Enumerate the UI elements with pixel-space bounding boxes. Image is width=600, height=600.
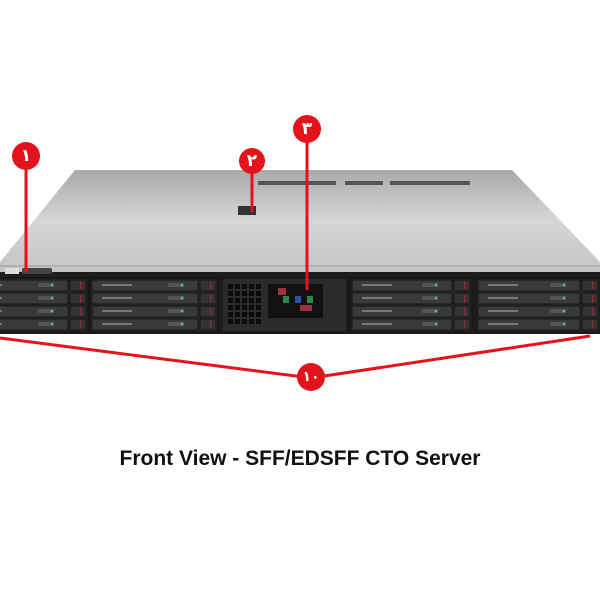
vent-hole — [249, 298, 254, 303]
front-bezel-tab — [22, 268, 52, 274]
drive-cage — [349, 277, 473, 333]
callout-2: ۲ — [239, 148, 265, 174]
vent-hole — [242, 305, 247, 310]
vent-hole — [256, 305, 261, 310]
vent-hole — [256, 319, 261, 324]
callout-3-label: ۳ — [302, 119, 313, 139]
vent-hole — [242, 312, 247, 317]
vent-hole — [249, 284, 254, 289]
callout-2-label: ۲ — [247, 151, 258, 171]
drive-bay[interactable] — [351, 318, 471, 331]
vent-hole — [242, 298, 247, 303]
front-id-tag — [5, 268, 19, 274]
drive-bay[interactable] — [91, 279, 217, 292]
vent-hole — [242, 291, 247, 296]
top-vents — [258, 181, 470, 185]
drive-bay[interactable] — [477, 292, 599, 305]
drive-bay[interactable] — [351, 292, 471, 305]
drive-bay[interactable] — [91, 292, 217, 305]
vent-hole — [242, 319, 247, 324]
top-label-chip — [238, 206, 256, 215]
callout-10-label: ۱۰ — [302, 369, 319, 385]
vent-hole — [235, 319, 240, 324]
drive-bay[interactable] — [0, 305, 87, 318]
vent-hole — [235, 312, 240, 317]
vent-hole — [249, 319, 254, 324]
drive-bay[interactable] — [0, 279, 87, 292]
vent-hole — [249, 305, 254, 310]
drive-bay[interactable] — [0, 318, 87, 331]
center-module — [221, 277, 348, 333]
callout-10: ۱۰ — [297, 363, 325, 391]
drive-bay[interactable] — [351, 279, 471, 292]
vent-hole — [235, 305, 240, 310]
vent-hole — [249, 291, 254, 296]
callout-3: ۳ — [293, 115, 321, 143]
vent-hole — [256, 284, 261, 289]
callout-1: ۱ — [12, 142, 40, 170]
vent-hole — [228, 312, 233, 317]
vent-hole — [235, 291, 240, 296]
diagram-caption: Front View - SFF/EDSFF CTO Server — [119, 447, 481, 470]
vent-hole — [256, 291, 261, 296]
drive-bay[interactable] — [91, 305, 217, 318]
drive-bay[interactable] — [91, 318, 217, 331]
drive-bay[interactable] — [0, 292, 87, 305]
drive-bay[interactable] — [477, 318, 599, 331]
vent-hole — [228, 305, 233, 310]
vent-hole — [235, 284, 240, 289]
vent-hole — [249, 312, 254, 317]
vent-hole — [228, 284, 233, 289]
drive-bay[interactable] — [477, 279, 599, 292]
drive-cage — [0, 277, 89, 333]
callout-1-label: ۱ — [21, 146, 31, 166]
drive-cage — [475, 277, 600, 333]
server-chassis — [0, 170, 600, 334]
vent-hole — [228, 298, 233, 303]
drive-bay[interactable] — [477, 305, 599, 318]
vent-hole — [228, 291, 233, 296]
vent-hole — [256, 298, 261, 303]
vent-hole — [228, 319, 233, 324]
drive-bay[interactable] — [351, 305, 471, 318]
chassis-top-cover — [0, 170, 600, 272]
drive-cage — [89, 277, 219, 333]
vent-hole — [242, 284, 247, 289]
vent-hole — [235, 298, 240, 303]
vent-hole — [256, 312, 261, 317]
